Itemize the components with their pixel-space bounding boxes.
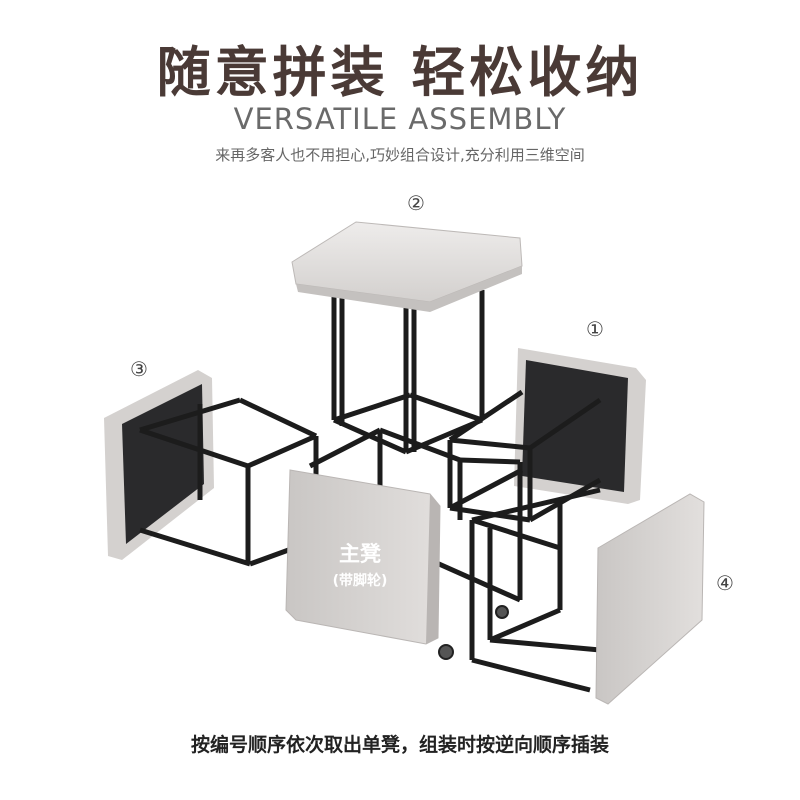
- stool-2: [331, 290, 485, 455]
- stool-1: [447, 348, 646, 523]
- marker-1: ①: [586, 317, 604, 341]
- marker-3: ③: [130, 357, 148, 381]
- english-subtitle: VERSATILE ASSEMBLY: [233, 102, 567, 136]
- marker-4: ④: [716, 571, 734, 595]
- stool-2-cushion: [291, 221, 523, 312]
- stool-3: [104, 370, 319, 567]
- marker-2: ②: [407, 191, 425, 215]
- assembly-instruction: 按编号顺序依次取出单凳，组装时按逆向顺序插装: [190, 734, 609, 756]
- page-title: 随意拼装 轻松收纳: [156, 41, 644, 104]
- description-text: 来再多客人也不用担心,巧妙组合设计,充分利用三维空间: [215, 146, 585, 164]
- stool-4: [469, 487, 705, 705]
- main-stool-title: 主凳: [339, 542, 381, 566]
- main-stool-caster-note: (带脚轮): [332, 573, 388, 589]
- main-stool-cushion: [285, 469, 509, 660]
- main-stool-label: 主凳 (带脚轮): [300, 538, 420, 590]
- main-stool-frame: [308, 427, 523, 603]
